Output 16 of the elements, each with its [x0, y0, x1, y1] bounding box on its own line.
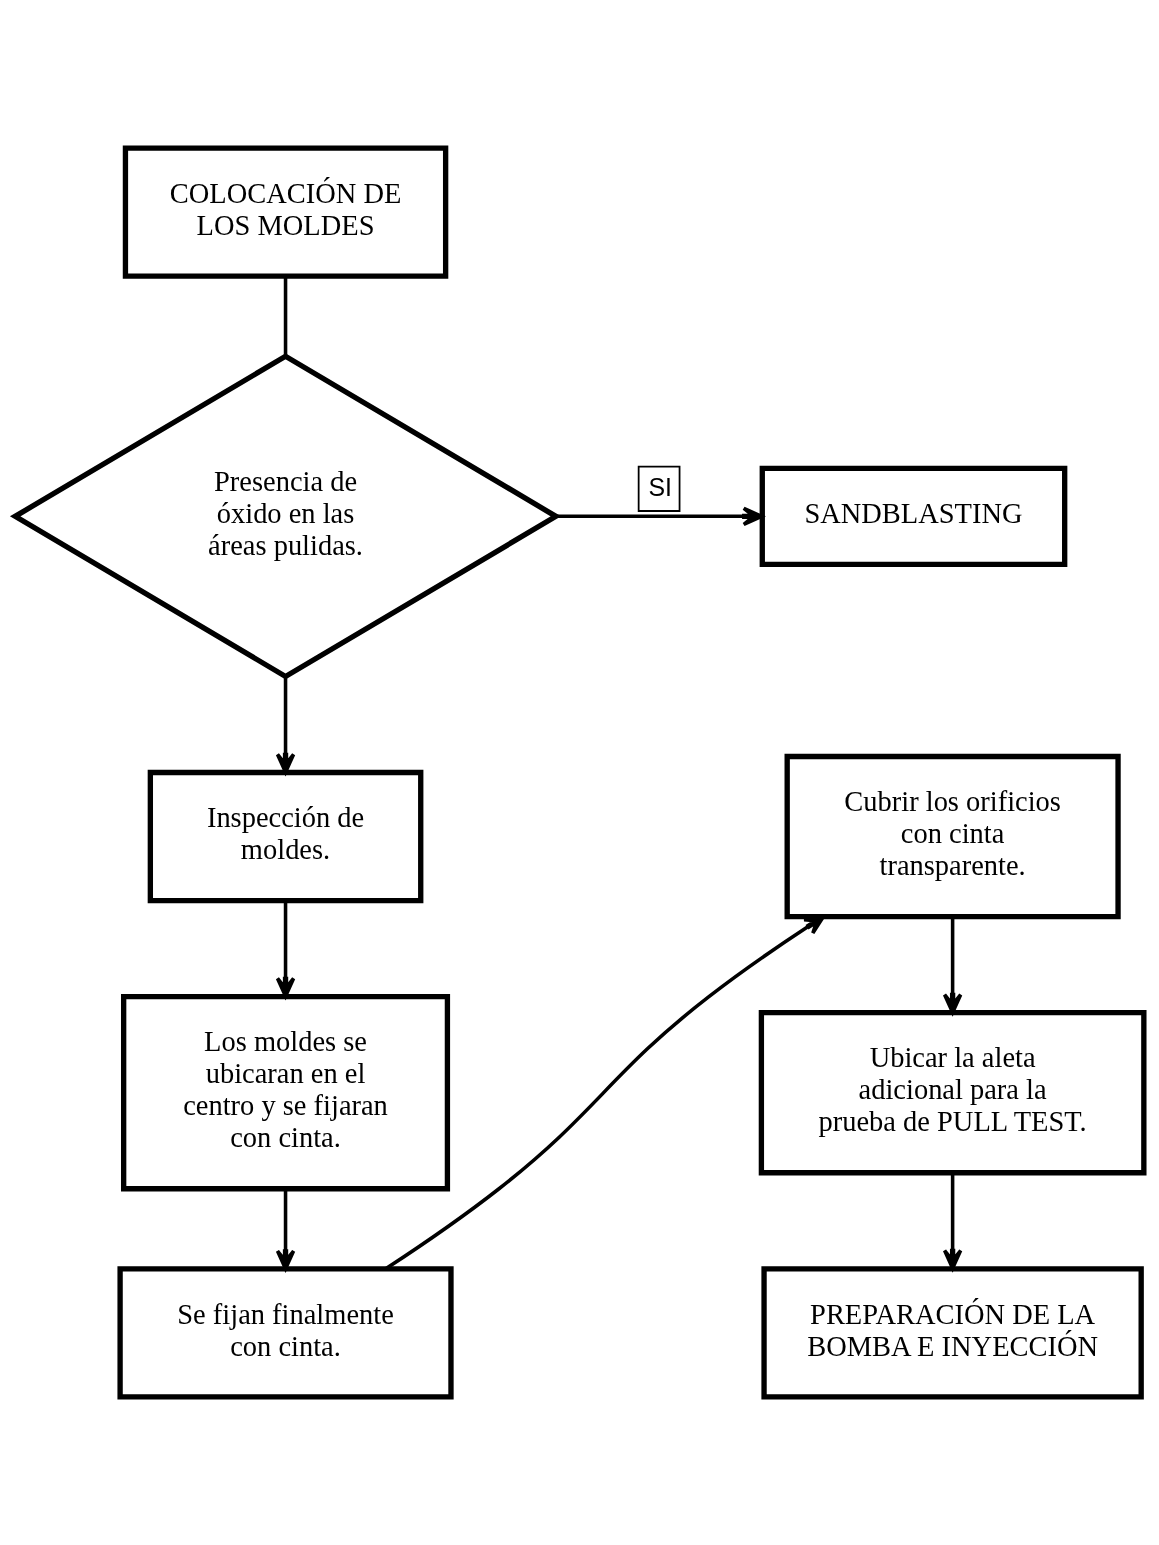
- arrow: [555, 506, 764, 527]
- node-box: SANDBLASTING: [759, 465, 1068, 568]
- node-box: Los moldes se ubicaran en el centro y se fijaran con cinta.: [121, 993, 451, 1192]
- node-box: Ubicar la aleta adicional para la prueba de PULL TEST.: [758, 1010, 1147, 1176]
- arrow: [275, 900, 296, 998]
- arrow: [942, 916, 963, 1015]
- arrow: [275, 676, 296, 774]
- node-box: Inspección de moldes.: [147, 769, 424, 904]
- node-box: PREPARACIÓN DE LA BOMBA E INYECCIÓN: [761, 1266, 1144, 1400]
- edge-label: SI: [648, 473, 672, 502]
- arrow: [275, 1189, 296, 1271]
- node-box: Cubrir los orificios con cinta transparente.: [784, 753, 1121, 920]
- node-box: Se fijan finalmente con cinta.: [117, 1266, 454, 1400]
- arrow: [942, 1173, 963, 1271]
- connector: [283, 276, 288, 357]
- node-box: COLOCACIÓN DE LOS MOLDES: [122, 145, 449, 279]
